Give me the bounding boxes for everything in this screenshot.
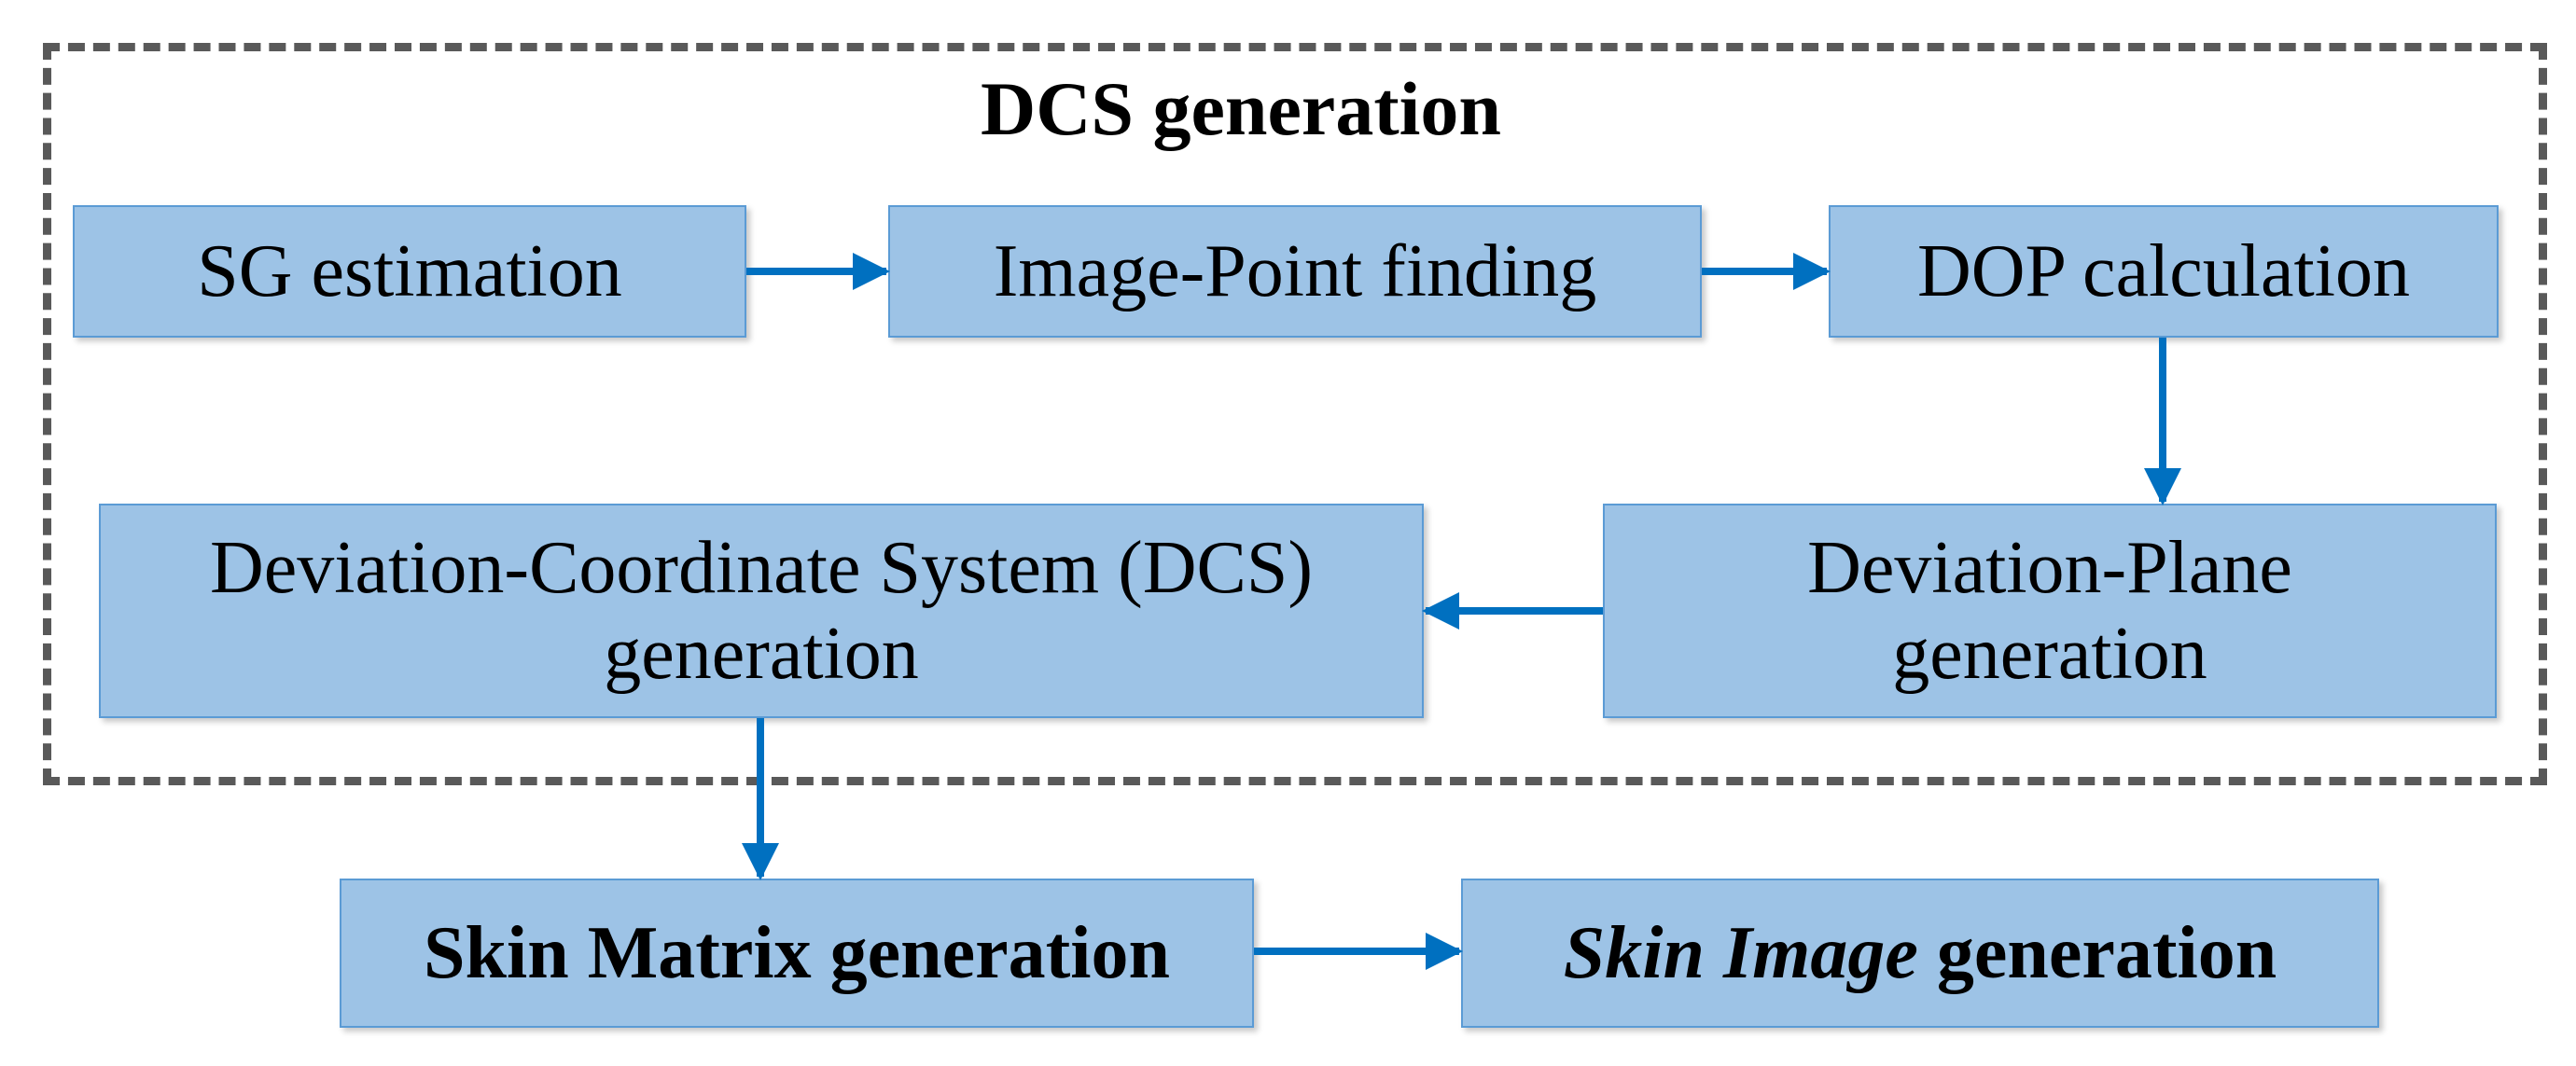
deviation-plane-label-line2: generation (1892, 613, 2207, 695)
image-point-finding-box: Image-Point finding (888, 205, 1702, 338)
sg-estimation-box: SG estimation (73, 205, 746, 338)
skin-image-rest-text: generation (1917, 912, 2277, 994)
skin-matrix-generation-label: Skin Matrix generation (424, 912, 1170, 994)
skin-image-generation-label: Skin Image generation (1564, 910, 2277, 996)
dop-calculation-label: DOP calculation (1916, 230, 2410, 312)
dop-calculation-box: DOP calculation (1829, 205, 2499, 338)
deviation-plane-box: Deviation-Plane generation (1603, 504, 2497, 718)
dcs-generation-group-frame (43, 43, 2547, 785)
skin-image-italic-text: Skin Image (1563, 912, 1918, 994)
dcs-generation-label-line2: generation (604, 613, 919, 695)
skin-image-generation-box: Skin Image generation (1461, 879, 2379, 1028)
sg-estimation-label: SG estimation (197, 230, 622, 312)
dcs-generation-box: Deviation-Coordinate System (DCS) genera… (99, 504, 1424, 718)
group-title: DCS generation (980, 66, 1502, 151)
skin-matrix-generation-box: Skin Matrix generation (340, 879, 1254, 1028)
image-point-finding-label: Image-Point finding (993, 230, 1597, 312)
deviation-plane-label-line1: Deviation-Plane (1807, 527, 2292, 609)
dcs-generation-label-line1: Deviation-Coordinate System (DCS) (209, 527, 1314, 609)
